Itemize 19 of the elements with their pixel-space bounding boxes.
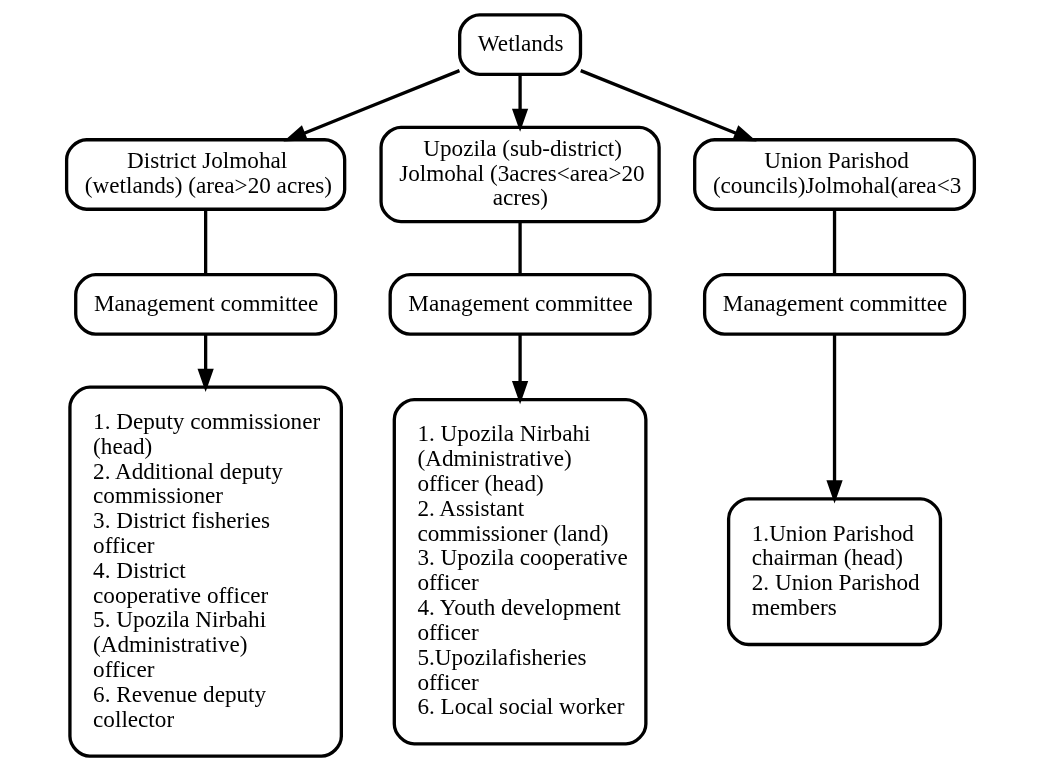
arrow [511,74,528,132]
node-box: Management committee [388,272,652,336]
arrow [197,334,214,393]
arrow [282,69,460,142]
arrow [579,69,757,142]
arrow [511,334,528,405]
node-box: Wetlands [457,13,582,76]
node-box: Management committee [702,272,966,336]
node-box: 1. Deputy commissioner (head) 2. Additional deputy commissioner 3. District fisheries officer 4. District cooperative officer 5. Upozila Nirbahi (Administrative) officer 6. Revenue deputy collector [67,385,343,758]
arrow [825,334,843,504]
node-box: 1. Upozila Nirbahi (Administrative) officer (head) 2. Assistant commissioner (land) 3. Upozila cooperative officer 4. Youth development officer 5.Upozilafisheries officer 6. Local social worker [392,397,648,746]
node-box: Upozila (sub-district) Jolmohal (3acres<area>20 acres) [378,125,661,224]
node-box: 1.Union Parishod chairman (head) 2. Union Parishod members [726,497,942,647]
node-box: Management committee [73,272,337,336]
connector [203,209,207,275]
connector [832,209,836,275]
connector [517,221,522,275]
node-box: District Jolmohal (wetlands) (area>20 acres) [64,138,346,211]
node-box: Union Parishod (councils)Jolmohal(area<3 [692,138,976,211]
